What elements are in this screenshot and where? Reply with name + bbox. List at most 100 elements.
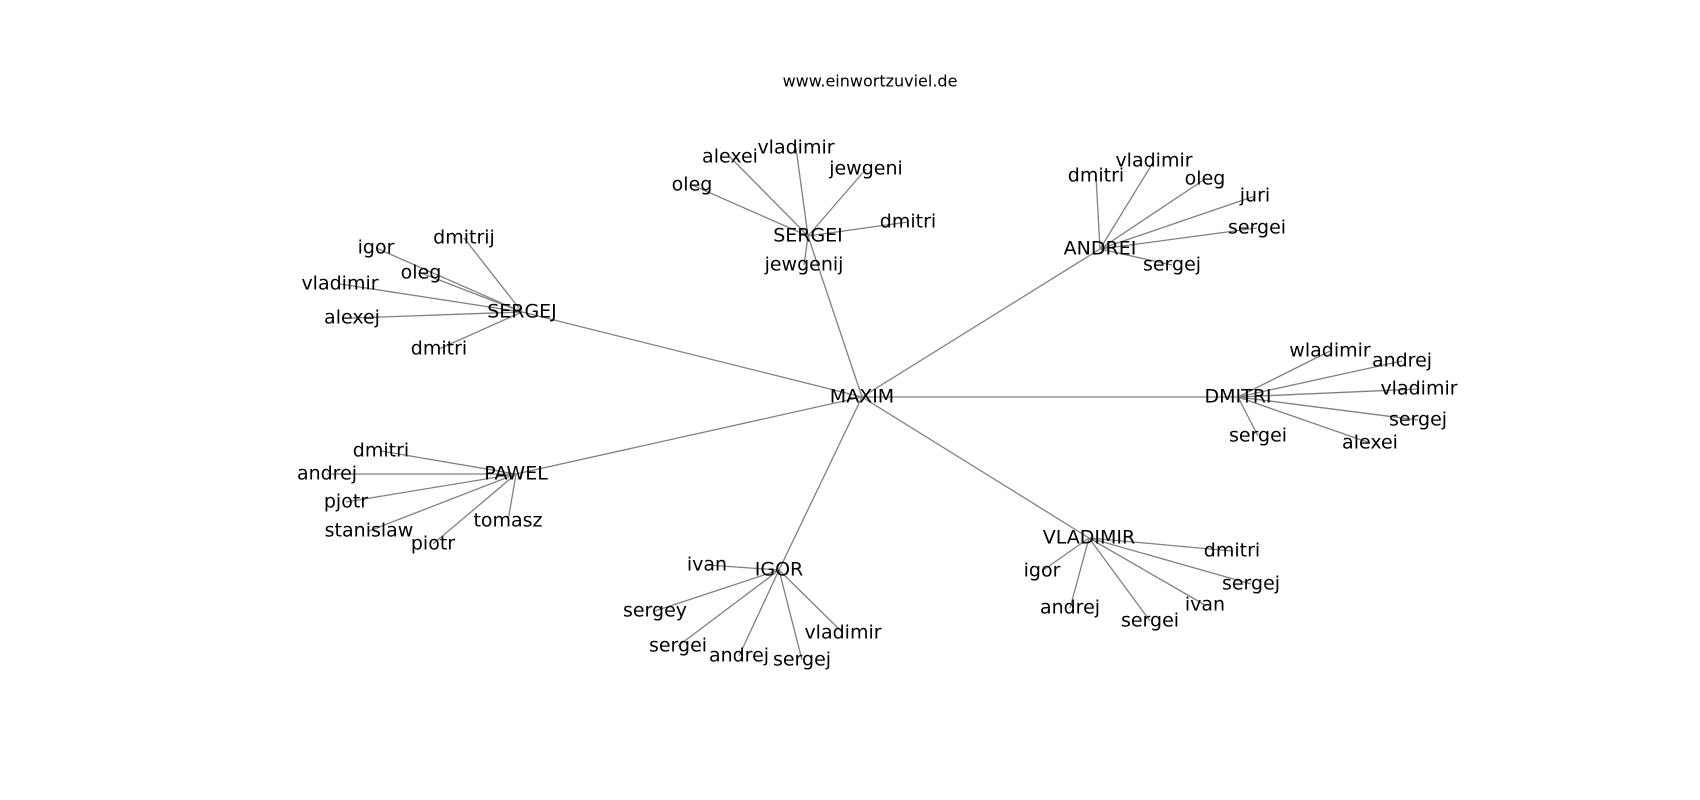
node-leaf-andrei-sergej: sergej (1143, 254, 1201, 276)
node-leaf-igor-sergei: sergei (649, 635, 707, 657)
edge-igor-andrej (738, 569, 780, 657)
node-leaf-vladimir-sergej: sergej (1222, 573, 1280, 595)
node-hub-sergej: SERGEJ (487, 301, 557, 323)
node-leaf-vladimir-andrej: andrej (1040, 597, 1100, 619)
edge-igor-sergei (677, 569, 780, 647)
edge-maxim-pawel (515, 396, 863, 475)
node-hub-igor: IGOR (755, 559, 803, 581)
edge-pawel-pjotr (345, 473, 517, 503)
edge-sergej-oleg (420, 272, 523, 313)
node-leaf-igor-ivan: ivan (687, 554, 727, 576)
node-hub-vladimir: VLADIMIR (1043, 527, 1135, 549)
edge-sergei-oleg (691, 184, 809, 237)
node-leaf-vladimir-dmitri: dmitri (1204, 540, 1260, 562)
edge-sergei-vladimir (795, 147, 809, 237)
node-leaf-sergei-oleg: oleg (672, 174, 713, 196)
node-leaf-dmitri-sergei: sergei (1229, 425, 1287, 447)
node-leaf-sergej-vladimir: vladimir (301, 273, 378, 295)
edge-maxim-vladimir (861, 396, 1090, 539)
node-leaf-sergej-dmitri: dmitri (411, 338, 467, 360)
edge-dmitri-sergei (1237, 396, 1259, 437)
node-leaf-sergej-dmitrij: dmitrij (433, 227, 495, 249)
node-hub-sergei: SERGEI (773, 225, 843, 247)
node-leaf-pawel-stanislaw: stanislaw (325, 520, 414, 542)
node-leaf-dmitri-sergej: sergej (1389, 409, 1447, 431)
edge-sergej-dmitrij (463, 237, 523, 313)
node-leaf-dmitri-vladimir: vladimir (1380, 378, 1457, 400)
node-leaf-pawel-andrej: andrej (297, 463, 357, 485)
edge-pawel-piotr (432, 473, 517, 545)
node-leaf-sergei-alexei: alexei (702, 146, 758, 168)
edge-igor-ivan (706, 564, 780, 571)
edge-sergej-igor (375, 247, 523, 313)
edge-sergei-alexei (729, 156, 809, 237)
node-hub-pawel: PAWEL (484, 463, 548, 485)
edge-dmitri-alexei (1237, 396, 1371, 444)
edge-maxim-sergej (521, 311, 863, 398)
edge-pawel-dmitri (380, 450, 517, 475)
node-center-maxim: MAXIM (830, 386, 894, 408)
node-leaf-andrei-oleg: oleg (1185, 168, 1226, 190)
edge-vladimir-igor (1041, 537, 1090, 572)
node-leaf-igor-sergey: sergey (623, 600, 687, 622)
edge-sergei-dmitri (807, 221, 909, 237)
edges-layer (327, 147, 1420, 661)
node-leaf-sergej-alexej: alexej (324, 307, 380, 329)
edge-dmitri-wladimir (1237, 350, 1331, 398)
edge-dmitri-sergej (1237, 396, 1419, 421)
node-leaf-andrei-dmitri: dmitri (1068, 165, 1124, 187)
edge-igor-sergey (654, 569, 780, 612)
edge-andrei-sergej (1099, 248, 1173, 266)
edge-vladimir-dmitri (1088, 537, 1233, 552)
edge-vladimir-sergei (1088, 537, 1151, 622)
edge-vladimir-sergej (1088, 537, 1252, 585)
node-leaf-sergei-jewgeni: jewgeni (828, 158, 903, 180)
edge-maxim-andrei (861, 248, 1101, 398)
node-leaf-pawel-tomasz: tomasz (473, 510, 542, 532)
edge-maxim-igor (778, 396, 863, 571)
node-leaf-igor-sergej: sergej (773, 649, 831, 671)
node-leaf-dmitri-andrej: andrej (1372, 350, 1432, 372)
site-url: www.einwortzuviel.de (783, 72, 958, 91)
edge-pawel-stanislaw (368, 473, 517, 532)
node-leaf-vladimir-igor: igor (1024, 560, 1061, 582)
node-leaf-pawel-pjotr: pjotr (324, 491, 368, 513)
edge-andrei-sergei (1099, 227, 1258, 250)
edge-andrei-dmitri (1095, 175, 1101, 250)
edge-vladimir-andrej (1069, 537, 1090, 609)
node-leaf-igor-vladimir: vladimir (804, 622, 881, 644)
edge-vladimir-ivan (1088, 537, 1206, 606)
edge-maxim-sergei (807, 235, 863, 398)
node-leaf-igor-andrej: andrej (709, 645, 769, 667)
node-leaf-sergej-igor: igor (358, 237, 395, 259)
edge-pawel-tomasz (507, 473, 517, 522)
edge-igor-vladimir (778, 569, 844, 634)
node-leaf-sergej-oleg: oleg (401, 262, 442, 284)
edge-andrei-oleg (1099, 178, 1206, 250)
node-leaf-vladimir-ivan: ivan (1185, 594, 1225, 616)
edge-andrei-vladimir (1099, 160, 1155, 250)
node-leaf-sergei-vladimir: vladimir (757, 137, 834, 159)
node-leaf-sergei-jewgenij: jewgenij (764, 254, 844, 276)
node-leaf-dmitri-alexei: alexei (1342, 432, 1398, 454)
node-leaf-pawel-dmitri: dmitri (353, 440, 409, 462)
node-leaf-andrei-vladimir: vladimir (1115, 150, 1192, 172)
edge-sergej-vladimir (339, 283, 523, 313)
edge-sergei-jewgeni (807, 168, 867, 237)
edge-andrei-juri (1099, 195, 1256, 250)
node-hub-andrei: ANDREI (1064, 238, 1137, 260)
node-leaf-dmitri-wladimir: wladimir (1289, 340, 1371, 362)
edge-dmitri-vladimir (1237, 388, 1420, 398)
node-hub-dmitri: DMITRI (1204, 386, 1271, 408)
node-leaf-vladimir-sergei: sergei (1121, 610, 1179, 632)
edge-sergei-jewgenij (803, 235, 809, 266)
node-leaf-andrei-sergei: sergei (1228, 217, 1286, 239)
node-leaf-andrei-juri: juri (1239, 185, 1270, 207)
node-leaf-sergei-dmitri: dmitri (880, 211, 936, 233)
edge-dmitri-andrej (1237, 360, 1403, 398)
edge-sergej-alexej (351, 311, 523, 319)
edge-igor-sergej (778, 569, 803, 661)
edge-sergej-dmitri (438, 311, 523, 350)
